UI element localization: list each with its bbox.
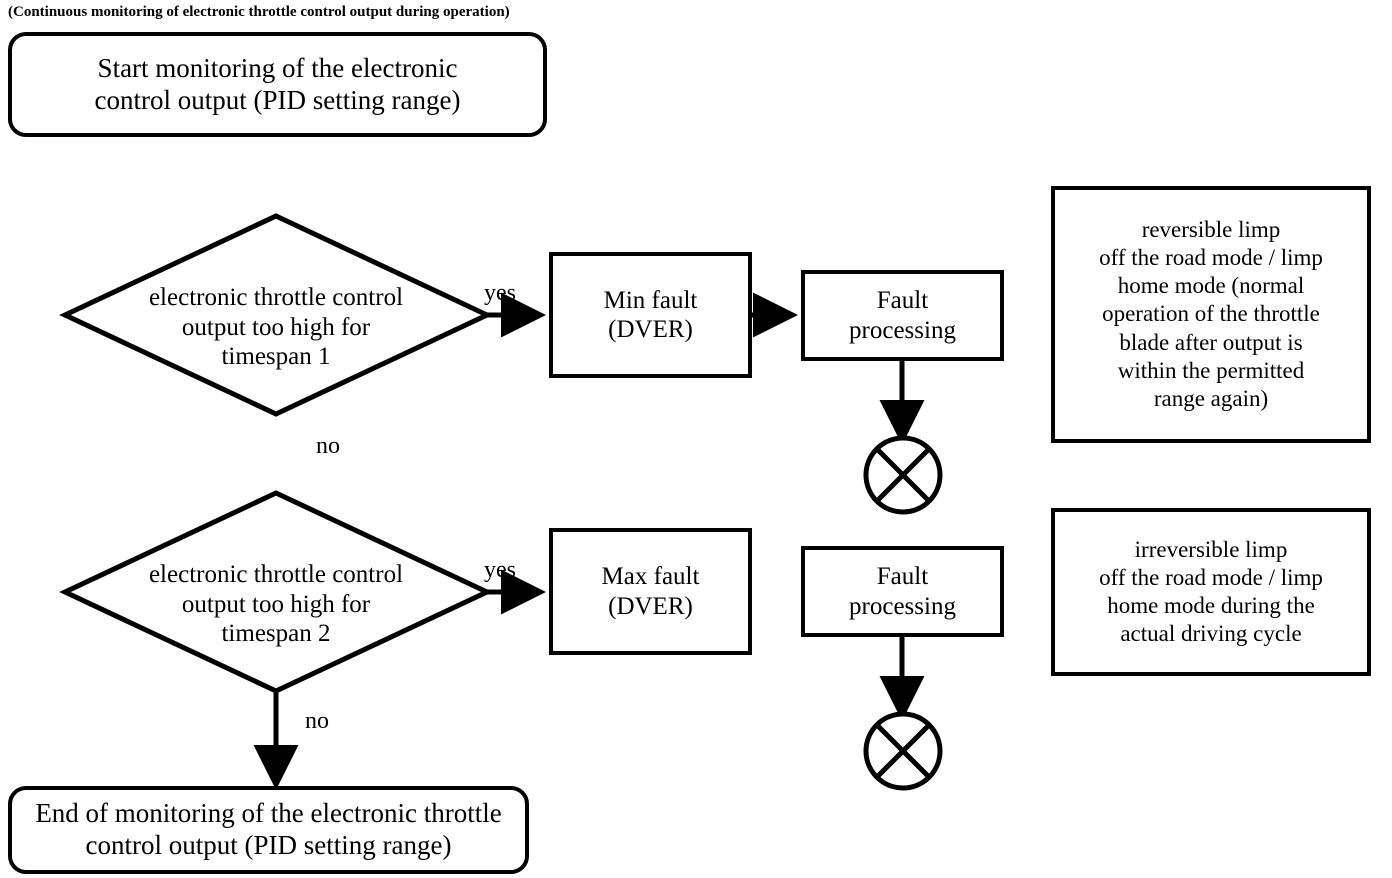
end-line-1: End of monitoring of the electronic thro…	[35, 798, 502, 829]
end-terminator: End of monitoring of the electronic thro…	[8, 786, 529, 874]
note-reversible-line-7: range again)	[1153, 385, 1269, 411]
min-fault-line-2: (DVER)	[608, 316, 693, 343]
note-irreversible-line-4: actual driving cycle	[1120, 621, 1302, 647]
note-irreversible-line-3: home mode during the	[1107, 593, 1315, 618]
note-reversible-line-4: operation of the throttle	[1102, 301, 1320, 327]
decision1-yes-label: yes	[484, 280, 516, 306]
start-line-1: Start monitoring of the electronic	[97, 52, 458, 83]
note-irreversible-limp: irreversible limp off the road mode / li…	[1051, 508, 1371, 676]
note-reversible-line-5: blade after output is	[1119, 329, 1303, 355]
note-irreversible-line-2: off the road mode / limp	[1099, 564, 1323, 590]
min-fault-line-1: Min fault	[603, 286, 698, 314]
note-irreversible-line-1: irreversible limp	[1134, 536, 1288, 562]
start-line-2: control output (PID setting range)	[94, 84, 461, 115]
circle-x-connector-2	[863, 711, 943, 791]
fault-processing-1-line-2: processing	[849, 316, 956, 344]
max-fault-box: Max fault (DVER)	[549, 528, 752, 655]
min-fault-box: Min fault (DVER)	[549, 252, 752, 378]
max-fault-line-1: Max fault	[601, 563, 700, 590]
end-line-2: control output (PID setting range)	[85, 830, 452, 860]
max-fault-line-2: (DVER)	[608, 592, 693, 620]
fault-processing-box-2: Fault processing	[801, 546, 1004, 637]
note-reversible-line-3: home mode (normal	[1117, 273, 1305, 299]
start-terminator: Start monitoring of the electronic contr…	[8, 32, 547, 137]
diagram-caption: (Continuous monitoring of electronic thr…	[8, 4, 510, 20]
decision-diamond-2	[59, 490, 493, 694]
decision2-no-label: no	[305, 708, 329, 734]
circle-x-connector-1	[863, 435, 943, 515]
note-reversible-line-6: within the permitted	[1117, 357, 1305, 383]
fault-processing-1-line-1: Fault	[876, 287, 929, 314]
note-reversible-line-2: off the road mode / limp	[1099, 245, 1323, 271]
fault-processing-box-1: Fault processing	[801, 270, 1004, 361]
fault-processing-2-line-1: Fault	[876, 563, 929, 590]
decision-diamond-1	[59, 213, 493, 417]
decision2-yes-label: yes	[484, 557, 516, 583]
decision1-no-label: no	[316, 433, 340, 459]
fault-processing-2-line-2: processing	[849, 592, 956, 620]
note-reversible-limp: reversible limp off the road mode / limp…	[1051, 186, 1371, 443]
note-reversible-line-1: reversible limp	[1141, 217, 1281, 243]
